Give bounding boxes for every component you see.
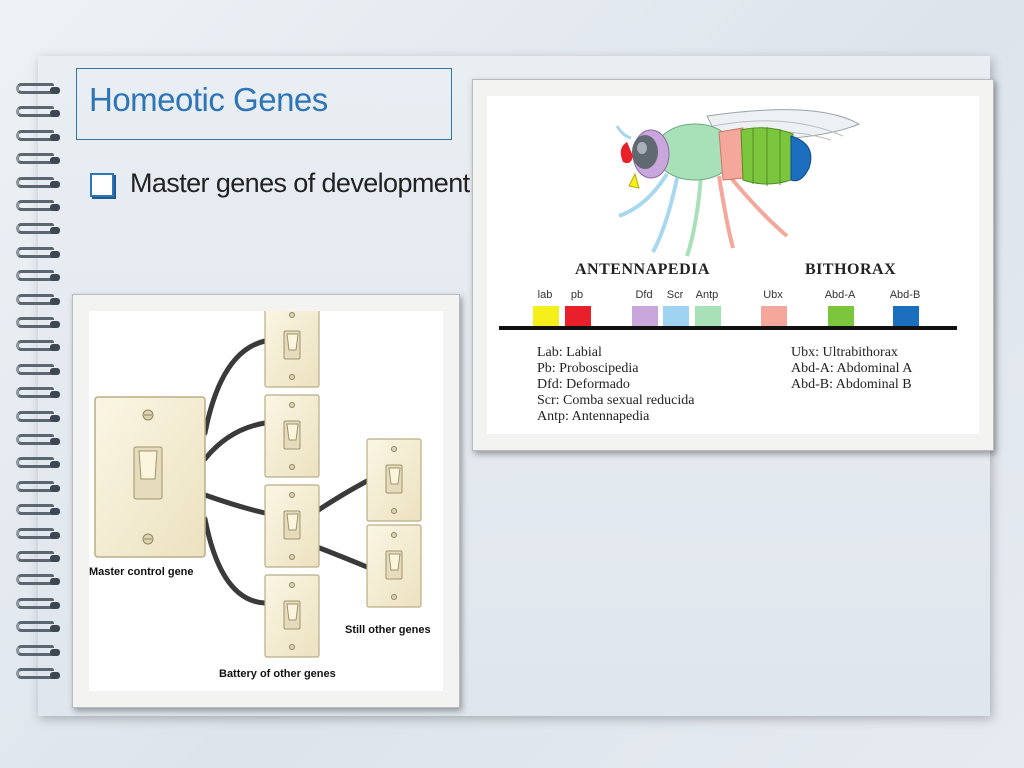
still-other-label: Still other genes (345, 624, 431, 636)
legend-entry: Abd-A: Abdominal A (791, 361, 913, 376)
switch-figure-frame: Master control gene Battery of other gen… (72, 294, 460, 708)
bullet-text: Master genes of development. (130, 168, 477, 198)
spiral-ring (16, 527, 64, 541)
gene-switch (264, 394, 320, 478)
spiral-ring (16, 176, 64, 190)
gene-label: Scr (667, 289, 684, 301)
gene-box (663, 306, 689, 328)
gene-label: Abd-B (890, 289, 921, 301)
gene-label: pb (571, 289, 583, 301)
spiral-ring (16, 200, 64, 213)
gene-label: lab (538, 289, 553, 301)
gene-box (565, 306, 591, 328)
battery-label: Battery of other genes (219, 668, 336, 680)
spiral-ring (16, 457, 64, 470)
gene-map: lab pb Dfd Scr Antp Ubx Abd-A Abd-B (533, 289, 920, 328)
spiral-ring (16, 363, 64, 377)
legend-entry: Pb: Proboscipedia (537, 361, 639, 376)
gene-switch (366, 438, 422, 522)
switch-figure: Master control gene Battery of other gen… (89, 311, 443, 691)
gene-box (893, 306, 919, 328)
master-switch (94, 396, 206, 558)
gene-box (695, 306, 721, 328)
gene-label: Dfd (635, 289, 652, 301)
spiral-ring (16, 246, 64, 260)
spiral-ring (16, 621, 64, 634)
spiral-ring (16, 644, 64, 658)
spiral-ring (16, 504, 64, 517)
legend-entry: Antp: Antennapedia (537, 409, 650, 424)
gene-label: Abd-A (825, 289, 856, 301)
spiral-binding (8, 83, 68, 696)
spiral-ring (16, 410, 64, 424)
bithorax-label: BITHORAX (805, 261, 896, 278)
legend-entry: Dfd: Deformado (537, 377, 630, 392)
legend-entry: Lab: Labial (537, 345, 602, 360)
gene-label: Antp (696, 289, 719, 301)
spiral-ring (16, 480, 64, 494)
legend-entry: Ubx: Ultrabithorax (791, 345, 898, 360)
legend-entry: Scr: Comba sexual reducida (537, 393, 695, 408)
spiral-ring (16, 668, 64, 681)
square-bullet-icon (90, 173, 114, 197)
fly-illustration (615, 109, 861, 257)
gene-switch (264, 574, 320, 658)
wires (202, 338, 370, 606)
spiral-ring (16, 317, 64, 330)
gene-box (533, 306, 559, 328)
gene-switches (264, 311, 422, 658)
spiral-ring (16, 434, 64, 447)
gene-switch (264, 484, 320, 568)
spiral-ring (16, 129, 64, 143)
spiral-ring (16, 387, 64, 400)
slide-title: Homeotic Genes (89, 81, 328, 118)
gene-switch (366, 524, 422, 608)
gene-box (761, 306, 787, 328)
spiral-ring (16, 83, 64, 96)
gene-box (828, 306, 854, 328)
spiral-ring (16, 293, 64, 307)
gene-box (632, 306, 658, 328)
master-control-label: Master control gene (89, 566, 194, 578)
spiral-ring (16, 106, 64, 119)
gene-label: Ubx (763, 289, 783, 301)
gene-switch (264, 311, 320, 388)
switch-diagram: Master control gene Battery of other gen… (89, 311, 431, 680)
title-box: Homeotic Genes (76, 68, 452, 140)
spiral-ring (16, 551, 64, 564)
spiral-ring (16, 153, 64, 166)
spiral-ring (16, 270, 64, 283)
legend-entry: Abd-B: Abdominal B (791, 377, 912, 392)
spiral-ring (16, 597, 64, 611)
spiral-ring (16, 340, 64, 353)
spiral-ring (16, 223, 64, 236)
spiral-ring (16, 574, 64, 587)
antennapedia-label: ANTENNAPEDIA (575, 261, 710, 278)
